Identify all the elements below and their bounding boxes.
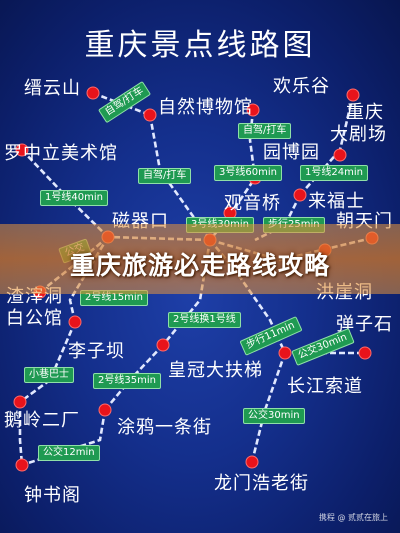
- map-title: 重庆景点线路图: [84, 28, 316, 63]
- banner-title: 重庆旅游必走路线攻略: [69, 251, 330, 280]
- place-luozhongli[interactable]: 罗中立美术馆: [4, 143, 118, 164]
- place-node[interactable]: [278, 346, 292, 360]
- place-eling[interactable]: 鹅岭二厂: [4, 410, 80, 431]
- place-node[interactable]: [246, 103, 260, 117]
- place-node[interactable]: [346, 88, 360, 102]
- place-guanyinqiao[interactable]: 观音桥: [224, 193, 281, 214]
- route-line: [19, 321, 77, 404]
- place-node[interactable]: [156, 338, 170, 352]
- place-theatre-line1[interactable]: 重庆: [346, 102, 384, 123]
- place-tuya[interactable]: 涂鸦一条街: [117, 417, 212, 438]
- place-node[interactable]: [68, 315, 82, 329]
- place-node[interactable]: [293, 188, 307, 202]
- place-huanlegu[interactable]: 欢乐谷: [273, 76, 330, 97]
- place-yuanboyuan[interactable]: 园博园: [263, 142, 320, 163]
- route-label-luozhongli: 1号线40min: [40, 190, 108, 206]
- route-label-huangguan: 2号线换1号线: [168, 312, 241, 328]
- place-node[interactable]: [15, 458, 29, 472]
- place-node[interactable]: [98, 403, 112, 417]
- place-node[interactable]: [333, 148, 347, 162]
- route-label-baigongguan: 2号线15min: [80, 290, 148, 306]
- place-changjiang[interactable]: 长江索道: [287, 376, 363, 397]
- place-zhongshuge[interactable]: 钟书阁: [24, 485, 81, 506]
- place-liziba[interactable]: 李子坝: [68, 341, 125, 362]
- route-label-zhongshuge: 公交12min: [38, 445, 100, 461]
- place-baigongguan[interactable]: 白公馆: [6, 308, 63, 329]
- place-node[interactable]: [15, 143, 29, 157]
- place-node[interactable]: [245, 455, 259, 469]
- place-longmenhao[interactable]: 龙门浩老街: [214, 473, 309, 494]
- place-danzishi[interactable]: 弹子石: [336, 314, 393, 335]
- route-line: [250, 352, 287, 463]
- route-line: [338, 94, 355, 151]
- route-line: [18, 402, 24, 466]
- route-line: [68, 236, 110, 323]
- route-label-liziba: 小巷巴士: [24, 367, 74, 383]
- banner-band: [0, 224, 400, 294]
- route-label-theatre: 1号线24min: [300, 165, 368, 181]
- route-label-longmenhao: 公交30min: [243, 408, 305, 424]
- place-node[interactable]: [86, 86, 100, 100]
- place-huangguan[interactable]: 皇冠大扶梯: [168, 360, 263, 381]
- route-label-tuya: 2号线35min: [93, 373, 161, 389]
- place-node[interactable]: [143, 108, 157, 122]
- place-node[interactable]: [358, 346, 372, 360]
- route-label-yuanboyuan: 3号线60min: [214, 165, 282, 181]
- place-jinyunshan[interactable]: 缙云山: [24, 78, 81, 99]
- place-node[interactable]: [13, 395, 27, 409]
- watermark: 携程 @ 贰贰在旅上: [318, 513, 388, 522]
- place-theatre-line2[interactable]: 大剧场: [330, 124, 387, 145]
- place-laifushi[interactable]: 来福士: [308, 191, 365, 212]
- route-label-museum-ciqikou: 自驾/打车: [138, 168, 192, 184]
- place-museum[interactable]: 自然博物馆: [158, 97, 253, 118]
- route-label-huanlegu: 自驾/打车: [238, 123, 292, 139]
